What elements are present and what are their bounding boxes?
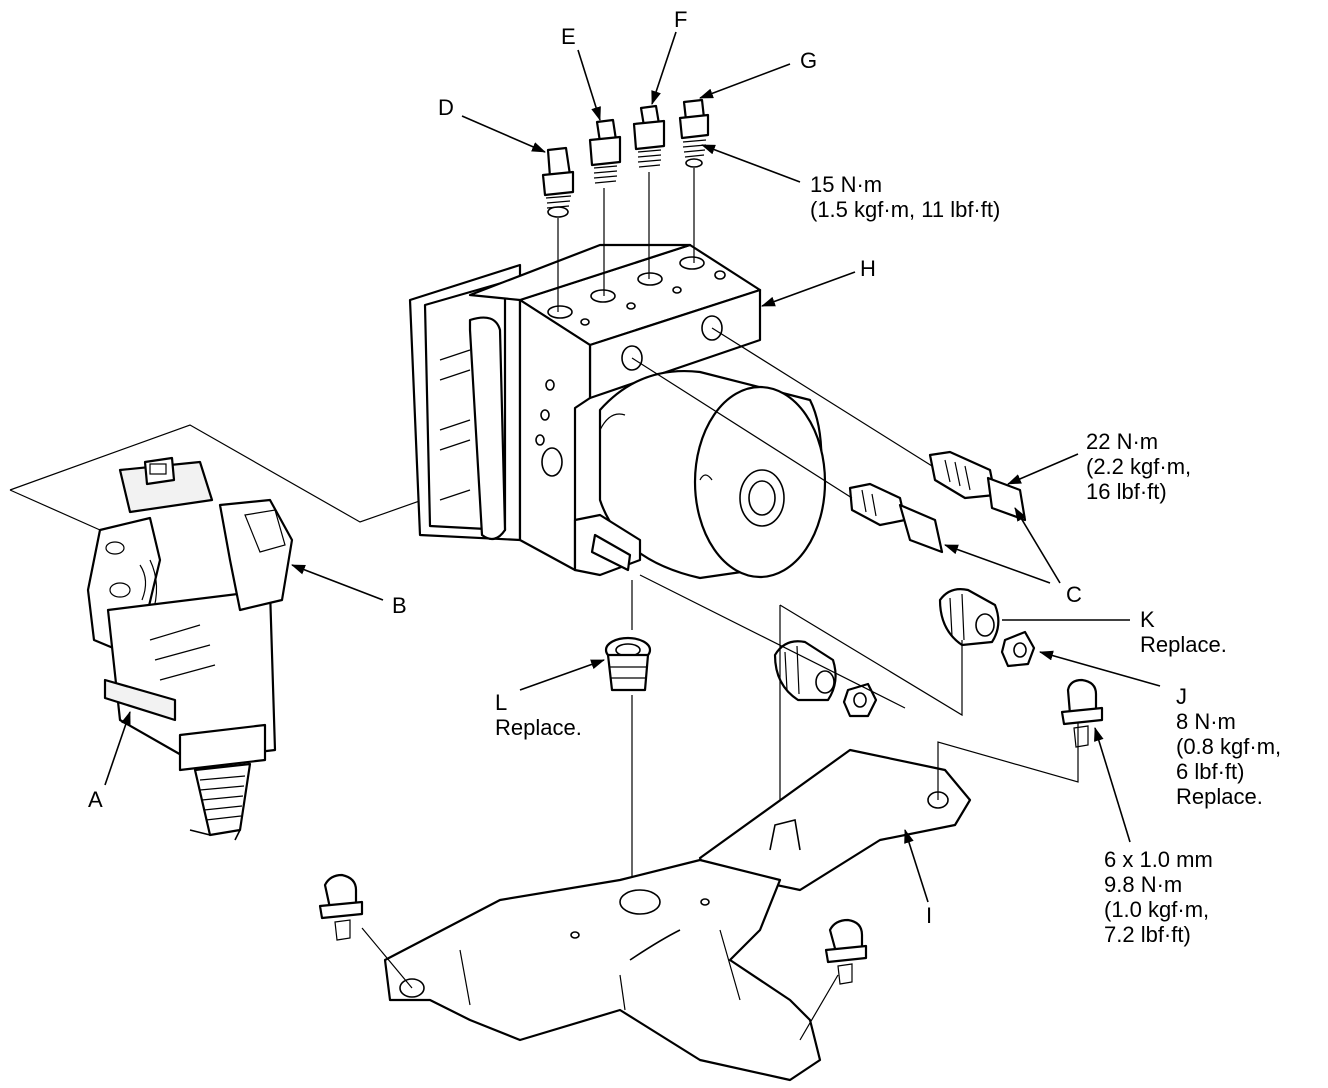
j-line-1: 8 N·m	[1176, 709, 1236, 734]
callout-g: G	[800, 48, 818, 73]
brake-line-fitting-d	[541, 146, 575, 218]
callout-j: J	[1176, 684, 1187, 709]
callout-b: B	[392, 593, 407, 618]
k-replace-note: Replace.	[1140, 632, 1227, 657]
torque-note-top: 15 N·m (1.5 kgf·m, 11 lbf·ft)	[810, 172, 1000, 222]
grommet-middle	[773, 640, 878, 718]
l-replace-note: Replace.	[495, 715, 582, 740]
torque-top-line-2: (1.5 kgf·m, 11 lbf·ft)	[810, 197, 1001, 222]
bolt-spec-note: 6 x 1.0 mm 9.8 N·m (1.0 kgf·m, 7.2 lbf·f…	[1104, 847, 1213, 947]
brake-line-fitting-g	[678, 98, 710, 168]
flange-bolt-right	[1060, 678, 1104, 748]
leader-arrows	[104, 31, 1161, 903]
torque-side-line-3: 16 lbf·ft)	[1086, 479, 1167, 504]
callout-e: E	[561, 24, 576, 49]
callout-k: K	[1140, 607, 1155, 632]
nut-j	[1000, 630, 1036, 668]
callout-l: L	[495, 690, 508, 715]
callout-i: I	[926, 903, 933, 928]
bolt-line-2: 9.8 N·m	[1104, 872, 1183, 897]
brake-line-fitting-f	[632, 104, 666, 168]
j-line-2: (0.8 kgf·m,	[1176, 734, 1282, 759]
bolt-line-3: (1.0 kgf·m,	[1104, 897, 1210, 922]
grommet-l	[604, 636, 652, 692]
bolt-line-1: 6 x 1.0 mm	[1104, 847, 1213, 872]
bolt-line-4: 7.2 lbf·ft)	[1104, 922, 1191, 947]
callout-d: D	[438, 95, 454, 120]
callout-k-note: K Replace.	[1140, 607, 1227, 657]
j-line-4: Replace.	[1176, 784, 1263, 809]
modulator-unit-h	[408, 243, 827, 580]
j-line-3: 6 lbf·ft)	[1176, 759, 1245, 784]
brake-line-fitting-c	[848, 450, 1027, 554]
callout-c: C	[1066, 582, 1082, 607]
flange-bolt-front	[824, 918, 868, 985]
callout-a: A	[88, 787, 103, 812]
torque-top-line-1: 15 N·m	[810, 172, 883, 197]
callout-f: F	[674, 7, 688, 32]
torque-note-side: 22 N·m (2.2 kgf·m, 16 lbf·ft)	[1086, 429, 1191, 504]
flange-bolt-left	[318, 873, 364, 941]
bracket-i	[383, 748, 972, 1082]
abs-connector-a	[86, 456, 294, 841]
torque-side-line-2: (2.2 kgf·m,	[1086, 454, 1192, 479]
callout-j-note: J 8 N·m (0.8 kgf·m, 6 lbf·ft) Replace.	[1176, 684, 1281, 809]
grommet-k	[938, 588, 1000, 647]
callout-h: H	[860, 256, 876, 281]
callout-l-note: L Replace.	[495, 690, 582, 740]
brake-line-fitting-e	[588, 118, 622, 184]
torque-side-line-1: 22 N·m	[1086, 429, 1159, 454]
